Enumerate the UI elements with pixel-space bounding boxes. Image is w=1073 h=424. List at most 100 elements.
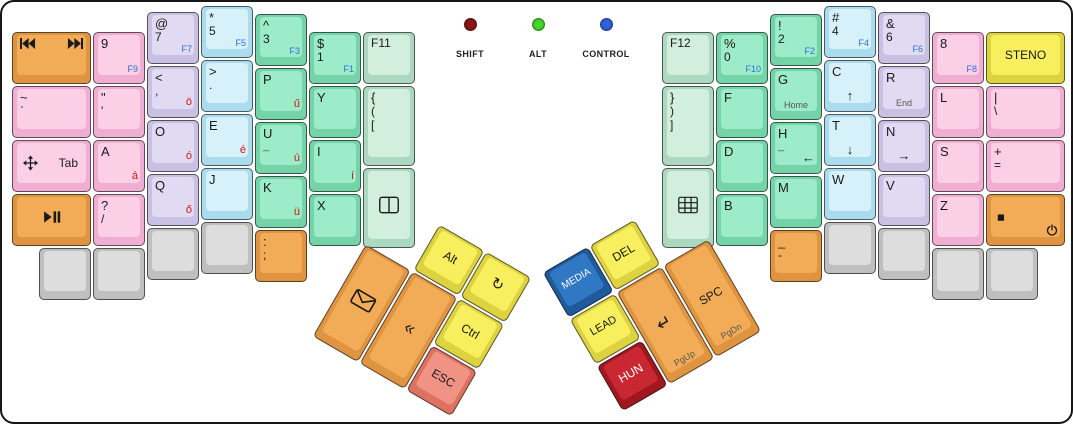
key-minus[interactable]: _- [770, 230, 822, 282]
key-legend: | [994, 90, 998, 105]
key-f12[interactable]: F12 [662, 32, 714, 84]
key-legend: W [832, 172, 845, 187]
key-legend: ő [185, 204, 192, 216]
key-b[interactable]: B [716, 194, 768, 246]
key-w[interactable]: W [824, 168, 876, 220]
key-legend: ü [293, 206, 300, 218]
key-blank-l2[interactable] [93, 248, 145, 300]
key-blank-r1[interactable] [824, 222, 876, 274]
key-legend: á [131, 170, 138, 182]
key-move-tab[interactable]: Tab [12, 140, 91, 192]
indicator-shift: SHIFT [440, 18, 500, 62]
indicator-control: CONTROL [576, 18, 636, 62]
key-tilde[interactable]: ~` [12, 86, 91, 138]
key-quote[interactable]: "' [93, 86, 145, 138]
key-left-brackets[interactable]: {([ [363, 86, 415, 166]
key-z[interactable]: Z [932, 194, 984, 246]
key-f[interactable]: F [716, 86, 768, 138]
key-legend: LEAD [588, 313, 619, 339]
key-y[interactable]: Y [309, 86, 361, 138]
key-legend: { [371, 90, 376, 105]
key-legend: ~ [20, 90, 28, 105]
key-legend: ↑ [846, 88, 854, 103]
key-legend: í [350, 170, 354, 182]
key-legend: 2 [778, 32, 785, 46]
control-led-icon [599, 18, 613, 31]
key-colon[interactable]: :; [255, 230, 307, 282]
key-legend: ESC [429, 365, 458, 391]
key-s[interactable]: S [932, 140, 984, 192]
key-blank-l3[interactable] [147, 228, 199, 280]
key-legend: * [209, 10, 215, 25]
key-play-pause[interactable] [12, 194, 91, 246]
key-legend: ? [101, 198, 109, 213]
key-legend: C [832, 64, 842, 79]
key-l[interactable]: L [932, 86, 984, 138]
key-legend: F11 [371, 36, 391, 50]
key-blank-r4[interactable] [986, 248, 1038, 300]
key-f11[interactable]: F11 [363, 32, 415, 84]
key-blank-l4[interactable] [201, 222, 253, 274]
key-split-window[interactable] [363, 168, 415, 248]
key-legend: V [886, 178, 895, 193]
key-legend: PgDn [719, 321, 744, 342]
key-legend: / [101, 212, 105, 226]
key-period[interactable]: >. [201, 60, 253, 112]
key-plus[interactable]: += [986, 140, 1065, 192]
key-legend: # [832, 10, 840, 25]
key-legend: ↻ [487, 274, 507, 296]
key-right-brackets[interactable]: })] [662, 86, 714, 166]
key-n[interactable]: N→ [878, 120, 930, 172]
key-legend: O [155, 124, 166, 139]
key-x[interactable]: X [309, 194, 361, 246]
key-legend: T [832, 118, 840, 133]
key-comma[interactable]: <,ö [147, 66, 199, 118]
key-pipe[interactable]: |\ [986, 86, 1065, 138]
key-u[interactable]: U_ú [255, 122, 307, 174]
control-led-label: CONTROL [582, 49, 630, 59]
key-v[interactable]: V [878, 174, 930, 226]
key-legend: = [994, 158, 1002, 172]
key-slash[interactable]: ?/ [93, 194, 145, 246]
key-legend: ' [101, 104, 104, 118]
key-grid[interactable] [662, 168, 714, 248]
split-window-icon [379, 196, 399, 214]
alt-led-label: ALT [528, 49, 548, 59]
key-blank-r3[interactable] [932, 248, 984, 300]
key-c[interactable]: C↑ [824, 60, 876, 112]
key-t[interactable]: T↓ [824, 114, 876, 166]
key-m[interactable]: M [770, 176, 822, 228]
key-d[interactable]: D [716, 140, 768, 192]
key-legend: 7 [155, 30, 162, 44]
key-h[interactable]: H_← [770, 122, 822, 174]
key-blank-r2[interactable] [878, 228, 930, 280]
key-steno[interactable]: STENO [986, 32, 1065, 84]
key-power[interactable]: ■ [986, 194, 1065, 246]
key-media-tracks[interactable] [12, 32, 91, 84]
key-j[interactable]: J [201, 168, 253, 220]
key-blank-l1[interactable] [39, 248, 91, 300]
play-pause-icon [43, 211, 60, 224]
key-mail[interactable] [312, 244, 411, 363]
key-legend: Tab [58, 156, 78, 170]
key-legend: F2 [804, 46, 815, 56]
